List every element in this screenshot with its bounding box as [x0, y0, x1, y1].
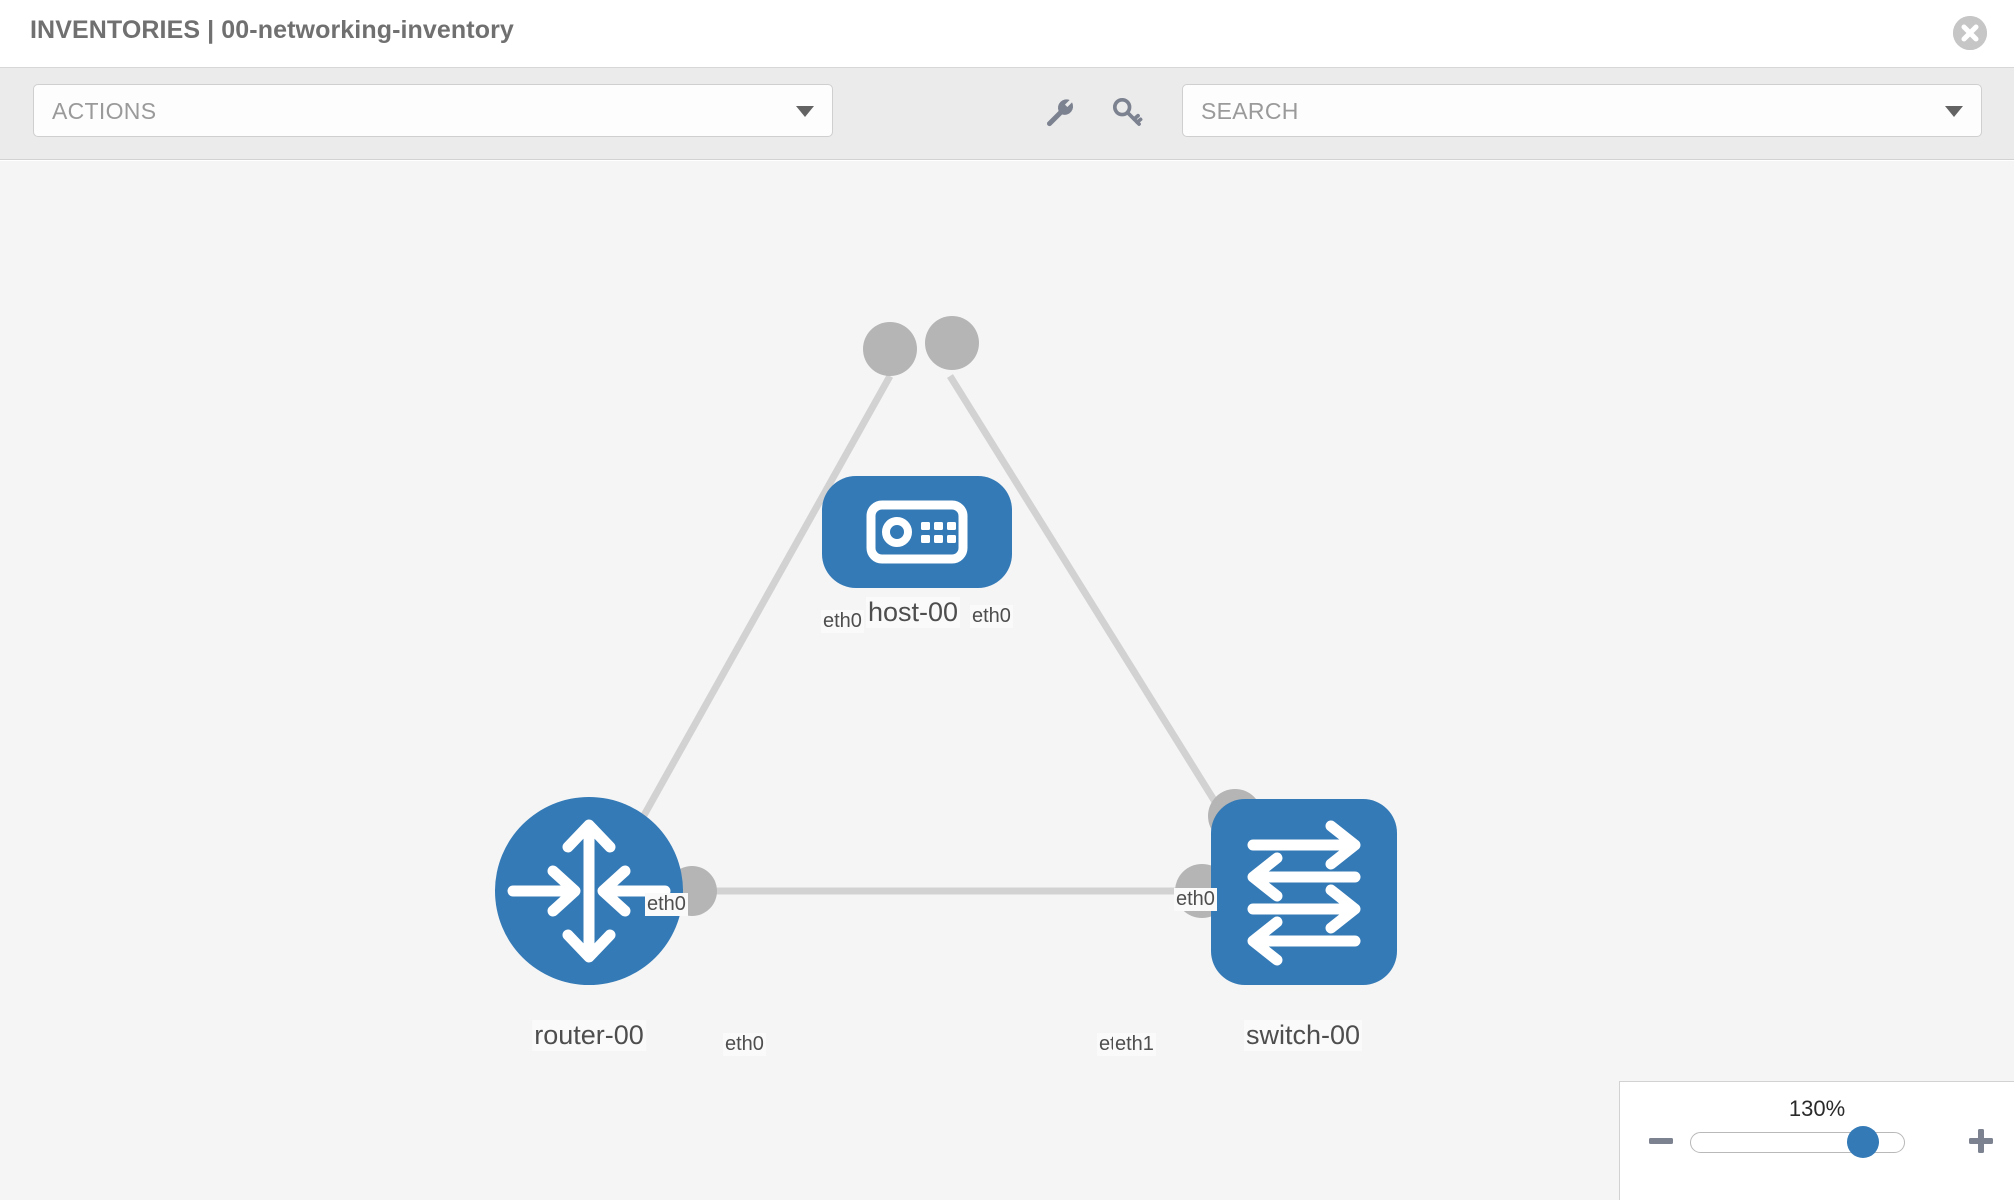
iface-label-host00-eth0-left: eth0 [821, 610, 864, 633]
handle-host00-eth0-left [863, 322, 917, 376]
zoom-out-button[interactable] [1646, 1126, 1676, 1156]
node-label-router-00: router-00 [532, 1020, 646, 1051]
iface-label-router00-eth0: eth0 [723, 1033, 766, 1056]
server-icon [866, 500, 968, 564]
iface-label-switch00-eth1: eth1 [1113, 1033, 1156, 1056]
iface-label-router00-eth0-uplink: eth0 [645, 893, 688, 916]
topology-graph [495, 316, 1397, 985]
handle-host00-eth0-right [925, 316, 979, 370]
zoom-control: 130% [1619, 1081, 2014, 1200]
router-arrows-icon [507, 819, 671, 963]
zoom-slider-thumb[interactable] [1847, 1126, 1879, 1158]
actions-dropdown-label: ACTIONS [52, 98, 157, 124]
chevron-down-icon [796, 106, 814, 117]
key-icon[interactable] [1110, 95, 1144, 129]
node-label-switch-00: switch-00 [1243, 1020, 1363, 1051]
zoom-percent-label: 130% [1788, 1096, 1846, 1121]
node-host-00[interactable] [822, 476, 1012, 588]
node-switch-00[interactable] [1211, 799, 1397, 985]
link-host00-switch00 [947, 374, 1258, 868]
page-header: INVENTORIES | 00-networking-inventory [0, 0, 2014, 68]
topology-canvas[interactable]: host-00 router-00 switch-00 eth0 eth0 et… [0, 161, 2014, 1200]
search-placeholder: SEARCH [1201, 98, 1299, 124]
search-input[interactable]: SEARCH [1182, 84, 1982, 137]
zoom-in-button[interactable] [1966, 1126, 1996, 1156]
node-router-00[interactable] [495, 797, 683, 985]
topology-links [600, 374, 1290, 895]
wrench-icon[interactable] [1043, 95, 1077, 129]
link-host00-router00 [606, 374, 894, 878]
page-title: INVENTORIES | 00-networking-inventory [30, 16, 514, 44]
iface-label-switch00-eth0-uplink: eth0 [1174, 888, 1217, 911]
iface-label-host00-eth0-right: eth0 [970, 605, 1013, 628]
chevron-down-icon[interactable] [1945, 106, 1963, 117]
close-icon[interactable] [1953, 16, 1987, 50]
actions-dropdown[interactable]: ACTIONS [33, 84, 833, 137]
switch-arrows-icon [1247, 820, 1361, 966]
node-label-host-00: host-00 [865, 597, 961, 628]
